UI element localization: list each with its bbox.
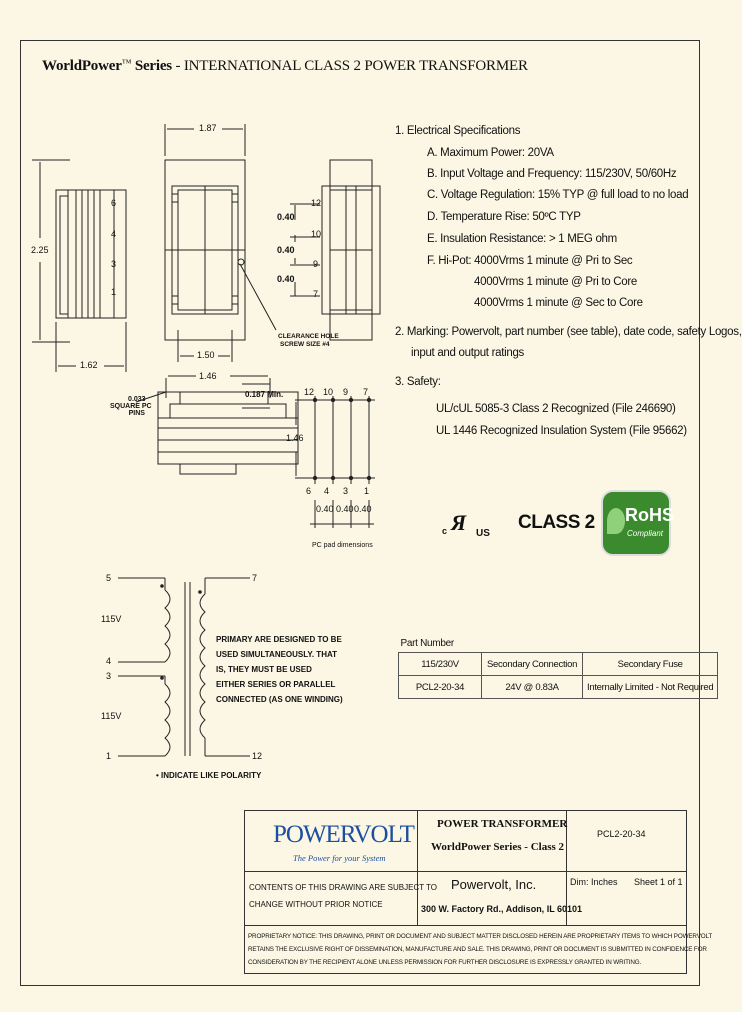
dim-1-46-pad: 1.46 [286, 433, 304, 443]
pin-label: 9 [313, 259, 319, 269]
pin-label: 1 [111, 287, 117, 297]
rohs-logo: RoHS Compliant [601, 490, 674, 556]
change-notice: CONTENTS OF THIS DRAWING ARE SUBJECT TO … [249, 883, 438, 909]
pad-pin-label: 6 [306, 486, 312, 496]
table-row: PCL2-20-34 24V @ 0.83A Internally Limite… [398, 675, 719, 699]
table-header: 115/230V [398, 652, 482, 676]
sch-115v-lower: 115V [101, 711, 122, 721]
drawing-frame [20, 40, 700, 986]
spec-f: F. Hi-Pot: 4000Vrms 1 minute @ Pri to Se… [427, 255, 633, 267]
clearance-hole: CLEARANCE HOLE [278, 333, 339, 340]
pad-pin-label: 3 [343, 486, 349, 496]
powervolt-logo: POWERVOLT [273, 821, 415, 848]
pc-pad-caption: PC pad dimensions [312, 542, 373, 549]
page-title: WorldPower™ Series - INTERNATIONAL CLASS… [42, 58, 528, 74]
company-address: 300 W. Factory Rd., Addison, IL 60101 [421, 904, 583, 914]
pad-0-40-a: 0.40 [316, 504, 334, 514]
pad-pin-label: 9 [343, 387, 349, 397]
primary-note: PRIMARY ARE DESIGNED TO BE USED SIMULTAN… [216, 635, 343, 704]
dim-0-40-c: 0.40 [277, 274, 295, 284]
pin-label: 7 [313, 289, 319, 299]
leaf-icon [607, 508, 625, 534]
class2-label: CLASS 2 [518, 512, 595, 533]
safety-ul1446: UL 1446 Recognized Insulation System (Fi… [436, 425, 687, 437]
spec-heading: 1. Electrical Specifications [395, 125, 521, 137]
polarity-note: • INDICATE LIKE POLARITY [156, 771, 262, 780]
pad-0-40-c: 0.40 [354, 504, 372, 514]
sch-pin-4: 4 [106, 656, 112, 666]
table-cell: 24V @ 0.83A [481, 675, 583, 699]
dim-1-50: 1.50 [197, 350, 215, 360]
proprietary-notice: PROPRIETARY NOTICE: THIS DRAWING, PRINT … [248, 933, 713, 966]
spec-b: B. Input Voltage and Frequency: 115/230V… [427, 168, 677, 180]
company-name: Powervolt, Inc. [451, 877, 537, 892]
pin-note: 0.033 SQUARE PC PINS [110, 396, 152, 417]
pin-label: 12 [311, 198, 322, 208]
dim-units: Dim: Inches [570, 877, 618, 887]
spec-a: A. Maximum Power: 20VA [427, 147, 554, 159]
table-cell: Internally Limited - Not Required [581, 675, 719, 699]
sch-pin-12: 12 [252, 751, 263, 761]
sch-pin-1: 1 [106, 751, 112, 761]
spec-d: D. Temperature Rise: 50ºC TYP [427, 211, 581, 223]
product-title: POWER TRANSFORMER [437, 818, 568, 830]
sch-pin-7: 7 [252, 573, 258, 583]
table-cell: PCL2-20-34 [398, 675, 482, 699]
pad-pin-label: 12 [304, 387, 315, 397]
rohs-compliant: Compliant [627, 529, 664, 538]
dim-0-187: 0.187 Min. [245, 390, 284, 399]
pin-label: 3 [111, 259, 117, 269]
spec-e: E. Insulation Resistance: > 1 MEG ohm [427, 233, 617, 245]
rohs-text: RoHS [625, 505, 674, 525]
pad-pin-label: 10 [323, 387, 334, 397]
screw-size: SCREW SIZE #4 [280, 341, 330, 348]
spec-f2: 4000Vrms 1 minute @ Pri to Core [474, 276, 638, 288]
marking-line2: input and output ratings [411, 347, 524, 359]
pin-label: 10 [311, 229, 322, 239]
part-number: PCL2-20-34 [597, 829, 646, 839]
pad-pin-label: 7 [363, 387, 369, 397]
dim-1-62: 1.62 [80, 360, 98, 370]
pin-label: 6 [111, 198, 117, 208]
spec-c: C. Voltage Regulation: 15% TYP @ full lo… [427, 189, 689, 201]
marking-line1: 2. Marking: Powervolt, part number (see … [395, 326, 742, 338]
dim-1-46-top: 1.46 [199, 371, 217, 381]
pad-0-40-b: 0.40 [336, 504, 354, 514]
pin-label: 4 [111, 229, 117, 239]
pad-pin-label: 4 [324, 486, 330, 496]
dim-2-25: 2.25 [31, 245, 49, 255]
part-number-table: Part Number 115/230V Secondary Connectio… [398, 634, 719, 699]
table-caption: Part Number [398, 634, 718, 653]
dim-0-40-b: 0.40 [277, 245, 295, 255]
title-block: POWERVOLT The Power for your System POWE… [244, 810, 712, 974]
ul-us-mark: US [476, 528, 490, 539]
safety-heading: 3. Safety: [395, 376, 441, 388]
safety-ul5085: UL/cUL 5085-3 Class 2 Recognized (File 2… [436, 403, 676, 415]
dim-1-87: 1.87 [199, 123, 217, 133]
ul-mark-icon: Я [451, 510, 467, 535]
table-header: Secondary Fuse [581, 652, 719, 676]
mechanical-drawing [32, 124, 381, 757]
spec-f3: 4000Vrms 1 minute @ Sec to Core [474, 297, 643, 309]
sch-pin-3: 3 [106, 671, 112, 681]
sch-pin-5: 5 [106, 573, 112, 583]
table-header: Secondary Connection [481, 652, 583, 676]
product-series: WorldPower Series - Class 2 [431, 841, 565, 853]
table-header-row: 115/230V Secondary Connection Secondary … [398, 652, 719, 676]
ul-logo: c Я US [440, 508, 500, 544]
pad-pin-label: 1 [364, 486, 370, 496]
dim-0-40-a: 0.40 [277, 212, 295, 222]
sheet-number: Sheet 1 of 1 [634, 877, 683, 887]
ul-c-mark: c [442, 526, 448, 536]
logo-tagline: The Power for your System [293, 853, 386, 863]
sch-115v-upper: 115V [101, 614, 122, 624]
